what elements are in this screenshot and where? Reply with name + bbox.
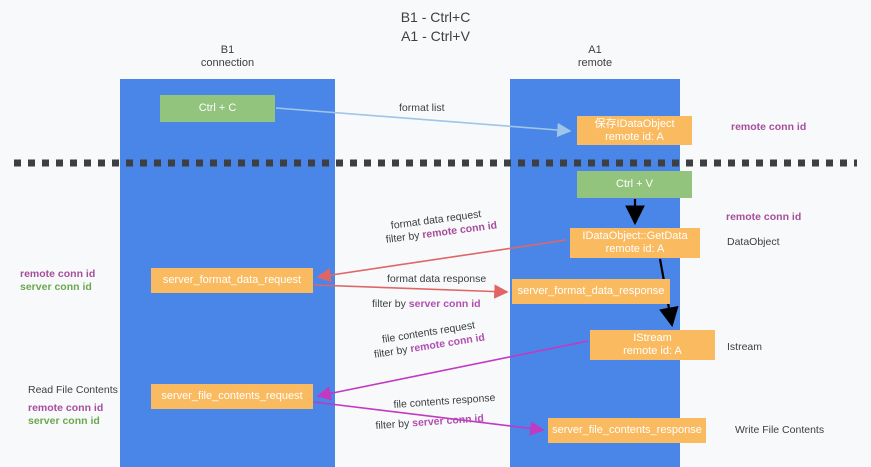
node-ctrl-v-label: Ctrl + V (616, 178, 653, 190)
edge-label-format-data-response: format data response (387, 273, 487, 285)
annotation-left-read-file-contents: Read File Contents (28, 384, 118, 396)
edge-label-format-data-response-filter: filter by server conn id (372, 297, 481, 311)
node-server-format-data-response-label: server_format_data_response (517, 285, 665, 297)
lane-header-a1: A1 remote (520, 44, 670, 70)
filter-prefix: filter by (385, 229, 424, 246)
node-getdata-sub: remote id: A (605, 243, 665, 255)
node-istream-sub: remote id: A (623, 345, 682, 357)
filter-prefix: filter by (372, 298, 409, 310)
node-server-file-contents-request[interactable]: server_file_contents_request (151, 384, 313, 409)
node-ctrl-c-label: Ctrl + C (198, 102, 237, 114)
annotation-left-remote-conn-id: remote conn id (20, 268, 96, 280)
lane-a1-name: A1 (588, 44, 602, 56)
lane-header-b1: B1 connection (130, 44, 325, 70)
filter-key-server-conn-id: server conn id (411, 412, 485, 430)
node-save-idataobject[interactable]: 保存IDataObject remote id: A (577, 116, 692, 145)
annotation-left-conn-ids-top: remote conn id server conn id (20, 268, 95, 294)
annotation-right-remote-conn-id-mid: remote conn id (726, 211, 802, 223)
annotation-right-remote-conn-id-top: remote conn id (731, 121, 807, 133)
node-istream[interactable]: IStream remote id: A (590, 330, 715, 360)
node-server-format-data-request[interactable]: server_format_data_request (151, 268, 313, 293)
node-save-idataobject-label: 保存IDataObject (594, 117, 675, 130)
annotation-left-server-conn-id: server conn id (20, 281, 92, 293)
edge-format-data-response (313, 284, 509, 299)
node-save-idataobject-sub: remote id: A (605, 130, 664, 143)
diagram-title: B1 - Ctrl+C A1 - Ctrl+V (0, 8, 871, 46)
node-idataobject-getdata[interactable]: IDataObject::GetData remote id: A (570, 228, 700, 258)
title-line-2: A1 - Ctrl+V (401, 28, 470, 44)
filter-key-server-conn-id: server conn id (408, 298, 481, 310)
lane-a1-role: remote (577, 57, 613, 69)
lane-b1-role: connection (200, 57, 255, 69)
annotation-right-dataobject: DataObject (727, 236, 780, 248)
edge-label-file-contents-response-filter: filter by server conn id (375, 411, 484, 433)
annotation-left-server-conn-id-2: server conn id (28, 415, 100, 427)
node-server-file-contents-response[interactable]: server_file_contents_response (548, 418, 706, 443)
lane-b1-name: B1 (220, 44, 235, 56)
edge-label-format-list: format list (399, 102, 445, 114)
filter-prefix: filter by (373, 343, 412, 361)
node-server-format-data-request-label: server_format_data_request (162, 274, 302, 286)
annotation-left-remote-conn-id-2: remote conn id (28, 402, 104, 414)
node-ctrl-c[interactable]: Ctrl + C (160, 95, 275, 122)
node-server-format-data-response[interactable]: server_format_data_response (512, 279, 670, 304)
filter-prefix: filter by (375, 417, 413, 432)
annotation-left-conn-ids-bottom: remote conn id server conn id (28, 402, 103, 428)
annotation-right-istream: Istream (727, 341, 763, 353)
edge-label-file-contents-response: file contents response (393, 391, 496, 411)
annotation-right-write-file-contents: Write File Contents (735, 424, 825, 436)
node-getdata-label: IDataObject::GetData (582, 230, 688, 242)
node-istream-label: IStream (633, 332, 672, 344)
title-line-1: B1 - Ctrl+C (400, 9, 471, 25)
node-server-file-contents-response-label: server_file_contents_response (552, 424, 702, 436)
node-server-file-contents-request-label: server_file_contents_request (161, 390, 303, 402)
node-ctrl-v[interactable]: Ctrl + V (577, 171, 692, 198)
